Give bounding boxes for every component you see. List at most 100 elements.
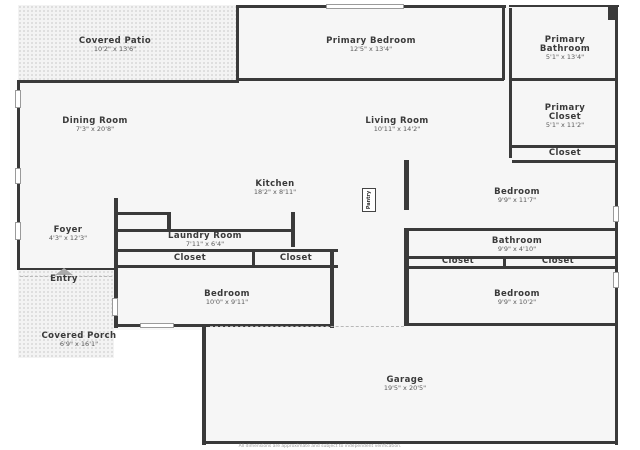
wall	[118, 212, 170, 215]
wall	[114, 198, 118, 328]
bedroom-label: Bedroom 10'0" x 9'11"	[172, 290, 282, 306]
kitchen-label: Kitchen 18'2" x 8'11"	[220, 180, 330, 196]
room-name: Closet	[548, 148, 582, 158]
room-name: Foyer	[53, 225, 83, 235]
room-name: Bedroom	[494, 289, 540, 299]
wall	[118, 229, 294, 232]
room-name: Bedroom	[204, 289, 250, 299]
wall	[409, 228, 615, 231]
living-room-label: Living Room 10'11" x 14'2"	[332, 117, 462, 133]
wall	[404, 228, 409, 326]
covered-patio-label: Covered Patio 10'2" x 13'6"	[60, 37, 170, 53]
wall	[291, 212, 295, 247]
closet-label: Closet	[261, 254, 331, 263]
room-dimensions: 19'5" x 20'5"	[383, 383, 427, 392]
room-name: Entry	[50, 274, 78, 284]
room-dimensions: 9'9" x 11'7"	[497, 195, 537, 204]
wall	[409, 256, 615, 259]
window	[15, 168, 21, 184]
wall	[512, 160, 615, 163]
room-name: Garage	[386, 375, 424, 385]
primary-bathroom-label: Primary Bathroom 5'1" x 13'4"	[518, 36, 612, 61]
room-dimensions: 4'3" x 12'3"	[48, 233, 88, 242]
room-name: Kitchen	[255, 179, 295, 189]
covered-porch-area	[18, 270, 114, 358]
closet-label: Closet	[520, 149, 610, 158]
window	[326, 4, 404, 9]
room-dimensions: 9'9" x 4'10"	[497, 244, 537, 253]
wall	[409, 266, 615, 269]
room-name: Closet	[279, 253, 313, 263]
window	[613, 272, 619, 288]
primary-bedroom-label: Primary Bedroom 12'5" x 13'4"	[296, 37, 446, 53]
opening-line	[20, 276, 112, 277]
closet-label: Closet	[518, 257, 598, 266]
room-dimensions: 7'11" x 6'4"	[185, 239, 225, 248]
wall	[404, 323, 618, 326]
room-name: Primary Closet	[544, 103, 586, 122]
room-dimensions: 18'2" x 8'11"	[253, 187, 297, 196]
wall	[502, 8, 505, 80]
covered-porch-label: Covered Porch 6'9" x 16'1"	[20, 332, 138, 348]
wall	[236, 5, 239, 81]
wall	[202, 441, 618, 444]
room-name: Living Room	[365, 116, 429, 126]
wall	[503, 256, 506, 269]
window	[140, 323, 174, 328]
foyer-label: Foyer 4'3" x 12'3"	[30, 226, 106, 242]
wall	[330, 249, 334, 328]
entry-label: Entry	[36, 275, 92, 284]
wall	[167, 212, 171, 230]
laundry-room-label: Laundry Room 7'11" x 6'4"	[150, 232, 260, 248]
closet-label: Closet	[155, 254, 225, 263]
garage-floor	[205, 325, 618, 442]
closet-label: Closet	[418, 257, 498, 266]
wall	[404, 160, 409, 210]
wall	[509, 8, 512, 158]
pantry-label: Pantry	[366, 190, 372, 210]
dining-room-label: Dining Room 7'3" x 20'8"	[40, 117, 150, 133]
room-name: Closet	[541, 256, 575, 266]
wall	[608, 5, 616, 20]
wall	[239, 78, 504, 81]
primary-closet-label: Primary Closet 5'1" x 11'2"	[518, 104, 612, 129]
house-floor	[20, 80, 615, 330]
room-dimensions: 9'9" x 10'2"	[497, 297, 537, 306]
room-name: Covered Patio	[78, 36, 152, 46]
room-name: Primary Bathroom	[539, 35, 591, 54]
wall	[509, 5, 619, 7]
wall	[202, 324, 206, 445]
room-name: Closet	[441, 256, 475, 266]
room-name: Laundry Room	[168, 231, 242, 241]
wall	[118, 249, 338, 252]
room-name: Bathroom	[491, 236, 543, 246]
window	[15, 90, 21, 108]
entry-arrow-icon	[55, 268, 73, 275]
room-name: Closet	[173, 253, 207, 263]
wall	[17, 80, 239, 83]
room-dimensions: 5'1" x 11'2"	[545, 120, 585, 129]
room-name: Dining Room	[62, 116, 128, 126]
room-dimensions: 10'2" x 13'6"	[93, 44, 137, 53]
wall	[512, 78, 615, 81]
wall	[114, 324, 334, 327]
room-dimensions: 12'5" x 13'4"	[349, 44, 393, 53]
window	[112, 298, 118, 316]
room-dimensions: 10'0" x 9'11"	[205, 297, 249, 306]
bedroom-label: Bedroom 9'9" x 10'2"	[462, 290, 572, 306]
room-dimensions: 6'9" x 16'1"	[59, 339, 99, 348]
upper-wing-floor	[236, 5, 618, 83]
room-dimensions: 7'3" x 20'8"	[75, 124, 115, 133]
window	[613, 206, 619, 222]
wall	[118, 265, 338, 268]
disclaimer-text: All dimensions are approximate and subje…	[238, 444, 402, 449]
garage-label: Garage 19'5" x 20'5"	[350, 376, 460, 392]
covered-patio-area	[18, 5, 236, 80]
wall	[252, 249, 255, 268]
opening-line	[210, 326, 404, 327]
room-name: Bedroom	[494, 187, 540, 197]
room-dimensions: 10'11" x 14'2"	[373, 124, 421, 133]
room-dimensions: 5'1" x 13'4"	[545, 52, 585, 61]
window	[15, 222, 21, 240]
